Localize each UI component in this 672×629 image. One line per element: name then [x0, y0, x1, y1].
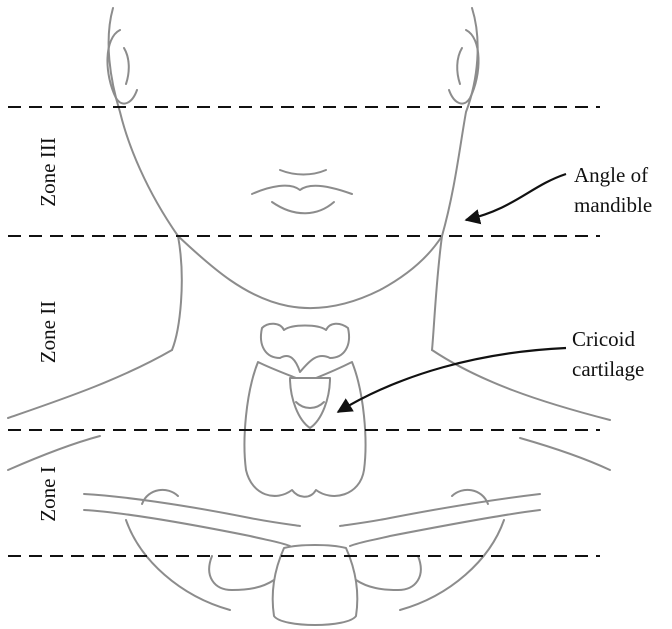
neck-right — [432, 236, 442, 350]
cricoid-cartilage-label-line1: Cricoid — [572, 327, 635, 351]
zone-2-label: Zone II — [36, 301, 60, 363]
face-right-outline — [442, 8, 478, 236]
angle-of-mandible-arrow — [466, 174, 566, 220]
thyroid-cartilage — [261, 324, 349, 372]
mouth — [252, 186, 352, 194]
angle-of-mandible-annotation: Angle of mandible — [466, 163, 652, 220]
neck-left — [172, 236, 182, 350]
zone-labels: Zone III Zone II Zone I — [36, 137, 60, 521]
shoulder-left — [8, 350, 172, 418]
left-clavicle — [84, 494, 300, 526]
angle-of-mandible-label-line1: Angle of — [574, 163, 648, 187]
left-rib — [209, 556, 274, 590]
head-illustration — [8, 8, 610, 625]
zone-1-label: Zone I — [36, 466, 60, 521]
cricoid-cartilage-label-line2: cartilage — [572, 357, 644, 381]
zone-3-label: Zone III — [36, 137, 60, 206]
left-ear — [107, 30, 137, 104]
right-ear — [449, 30, 479, 104]
cricoid-cartilage-arrow — [338, 348, 566, 412]
jaw-line — [178, 236, 442, 308]
right-rib — [356, 556, 421, 590]
right-clavicle — [340, 494, 540, 526]
angle-of-mandible-label-line2: mandible — [574, 193, 652, 217]
cricoid-cartilage-annotation: Cricoid cartilage — [338, 327, 644, 412]
face-left-outline — [109, 8, 178, 236]
